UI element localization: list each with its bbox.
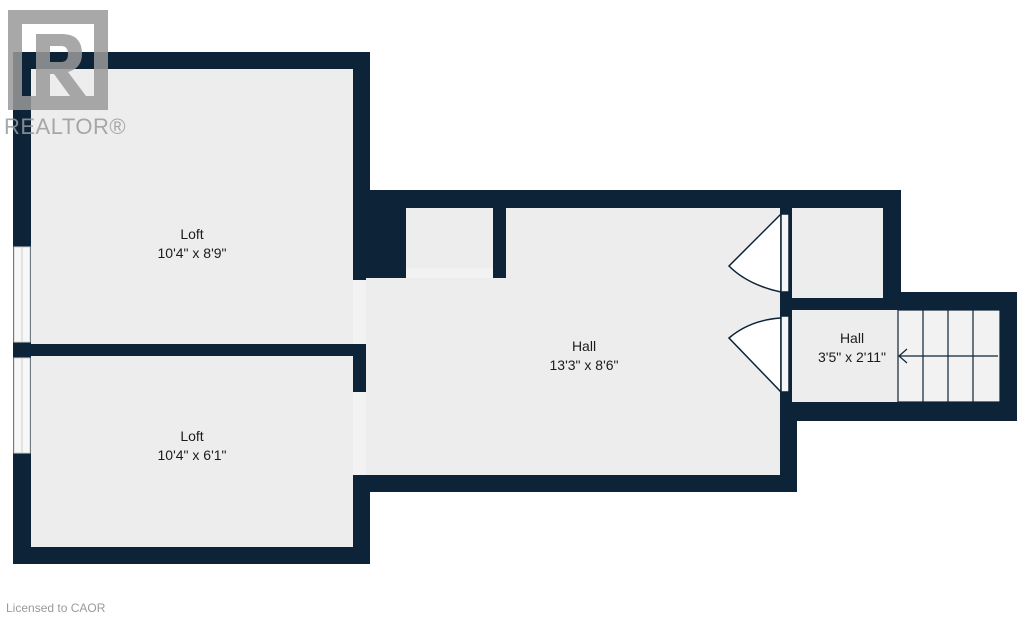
stairs [897,309,1001,403]
realtor-logo-text: REALTOR® [4,114,127,139]
room-name-loft-upper: Loft [180,226,203,242]
room-name-loft-lower: Loft [180,428,203,444]
room-size-loft-lower: 10'4" x 6'1" [158,447,227,463]
wall-loft-stub [353,344,366,392]
room-name-stair-hall: Hall [840,330,864,346]
floor-closet-left [406,208,493,278]
floor-closet-right [792,208,883,298]
room-name-hall-main: Hall [572,338,596,354]
floors [31,69,1000,547]
door-leaf-stair [780,315,790,393]
realtor-logo-icon [8,10,108,110]
door-stair-hall-swing [727,317,782,394]
stair-arrow-head [898,348,908,364]
openings [353,268,493,475]
wall-hall-right-lower [780,392,792,410]
opening-loft-lower [353,392,366,475]
windows [13,246,31,454]
floor-loft-lower [31,356,353,547]
wall-pier [366,208,406,278]
wall-closet-divider [493,208,506,278]
floor-loft-upper [31,69,353,344]
license-footer: Licensed to CAOR [6,601,106,615]
opening-loft-upper [353,280,366,344]
room-size-loft-upper: 10'4" x 8'9" [158,245,227,261]
threshold-closet [406,268,493,278]
room-size-hall-main: 13'3" x 8'6" [550,357,619,373]
door-leaf-closet [780,213,790,293]
wall-loft-divider [31,344,366,356]
room-labels: Loft 10'4" x 8'9" Loft 10'4" x 6'1" Hall… [158,226,887,463]
doors [727,212,790,394]
room-size-stair-hall: 3'5" x 2'11" [818,349,886,365]
